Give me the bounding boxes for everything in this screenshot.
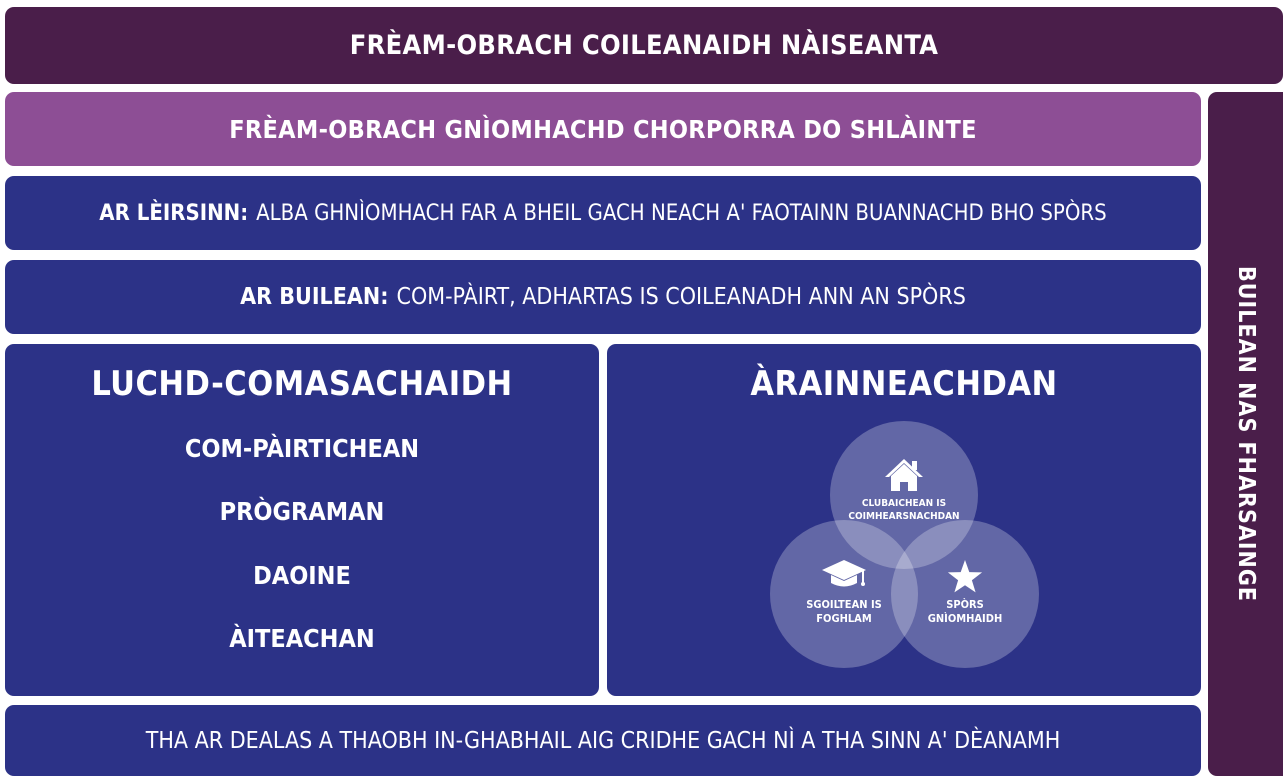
venn-circle-clubs (830, 421, 978, 569)
sport-label-line2: GNÌOMHAIDH (928, 612, 1002, 625)
enabler-item: PRÒGRAMAN (219, 497, 385, 526)
pa-title: FRÈAM-OBRACH GNÌOMHACHD CHORPORRA DO SHL… (229, 114, 977, 144)
schools-label-line2: FOGHLAM (816, 612, 871, 625)
wider-outcomes-bar: BUILEAN NAS FHARSAINGE (1208, 92, 1283, 776)
vision-label: AR LÈIRSINN: (99, 200, 249, 226)
venn-circle-schools (770, 520, 918, 668)
vision-banner: AR LÈIRSINN: ALBA GHNÌOMHACH FAR A BHEIL… (5, 176, 1201, 250)
clubs-label-line2: COIMHEARSNACHDAN (848, 511, 959, 522)
framework-header: FRÈAM-OBRACH COILEANAIDH NÀISEANTA (5, 7, 1283, 84)
enabler-item: ÀITEACHAN (229, 624, 375, 653)
star-icon (947, 560, 983, 593)
header-title: FRÈAM-OBRACH COILEANAIDH NÀISEANTA (349, 30, 939, 61)
environments-panel: ÀRAINNEACHDAN CLUBAICHEAN IS COIMHEARSNA… (607, 344, 1201, 696)
enabler-item: DAOINE (253, 561, 351, 590)
environments-venn: CLUBAICHEAN IS COIMHEARSNACHDAN SGOILTEA… (770, 421, 1039, 668)
inclusion-text: THA AR DEALAS A THAOBH IN-GHABHAIL AIG C… (145, 727, 1061, 754)
venn-circle-sport (891, 520, 1039, 668)
enablers-panel: LUCHD-COMASACHAIDH COM-PÀIRTICHEAN PRÒGR… (5, 344, 599, 696)
mission-label: AR BUILEAN: (240, 284, 389, 310)
schools-label-line1: SGOILTEAN IS (806, 598, 882, 611)
vision-text: ALBA GHNÌOMHACH FAR A BHEIL GACH NEACH A… (256, 200, 1107, 226)
mission-text: COM-PÀIRT, ADHARTAS IS COILEANADH ANN AN… (396, 284, 966, 310)
enablers-title: LUCHD-COMASACHAIDH (91, 364, 513, 404)
environments-title: ÀRAINNEACHDAN (750, 364, 1058, 404)
inclusion-banner: THA AR DEALAS A THAOBH IN-GHABHAIL AIG C… (5, 705, 1201, 776)
physical-activity-banner: FRÈAM-OBRACH GNÌOMHACHD CHORPORRA DO SHL… (5, 92, 1201, 166)
mission-banner: AR BUILEAN: COM-PÀIRT, ADHARTAS IS COILE… (5, 260, 1201, 334)
wider-outcomes-text: BUILEAN NAS FHARSAINGE (1232, 265, 1259, 603)
enabler-item: COM-PÀIRTICHEAN (184, 434, 420, 463)
house-icon (885, 459, 923, 491)
clubs-label-line1: CLUBAICHEAN IS (862, 498, 946, 509)
sport-label-line1: SPÒRS (946, 598, 984, 611)
graduation-cap-icon (822, 560, 866, 587)
